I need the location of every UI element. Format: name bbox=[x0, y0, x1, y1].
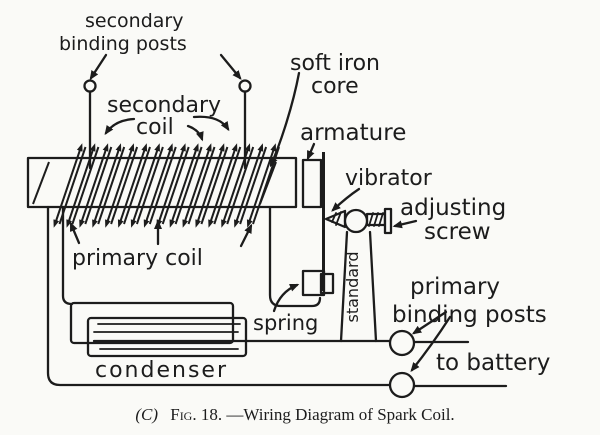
label-vibrator: vibrator bbox=[345, 166, 433, 191]
arrow-primary-coil-right bbox=[239, 223, 253, 248]
arrow-secondary-post-right bbox=[219, 53, 242, 80]
label-to-battery: to battery bbox=[436, 350, 550, 376]
arrow-secondary-coil-right2 bbox=[192, 115, 230, 132]
arrow-adjusting-screw bbox=[392, 219, 418, 229]
cone-hatch bbox=[331, 212, 337, 223]
spring-box bbox=[301, 269, 326, 297]
label-secondary-binding-posts-2: binding posts bbox=[59, 33, 187, 55]
shaft-hatch bbox=[368, 212, 374, 227]
arrow-secondary-coil-right1 bbox=[186, 124, 204, 142]
secondary-binding-post-left bbox=[83, 79, 97, 93]
coil-windings bbox=[53, 143, 280, 228]
winding-end-right bbox=[259, 161, 277, 205]
shaft-hatch bbox=[378, 212, 384, 227]
label-armature: armature bbox=[300, 120, 406, 146]
caption-prefix: (C) bbox=[135, 405, 158, 424]
armature-rect bbox=[301, 158, 323, 209]
primary-binding-post-lower bbox=[388, 371, 416, 399]
arrow-secondary-coil-left bbox=[104, 117, 136, 136]
label-soft-iron-core-2: core bbox=[311, 74, 359, 99]
label-standard: standard bbox=[343, 252, 362, 323]
condenser bbox=[69, 301, 248, 358]
wire-primary-right-to-spring bbox=[268, 205, 322, 308]
wire-primary-left-to-lower-post bbox=[46, 205, 392, 387]
shaft-hatch bbox=[373, 212, 379, 227]
vibrator-contact-assembly bbox=[324, 207, 393, 235]
label-primary-binding-posts-1: primary bbox=[410, 274, 500, 300]
condenser-outer-box bbox=[69, 301, 235, 345]
standard-right-edge bbox=[368, 230, 378, 343]
arrow-soft-iron-core bbox=[269, 71, 301, 168]
spring-assembly bbox=[301, 269, 335, 297]
winding-end-left bbox=[32, 161, 50, 205]
label-secondary-coil-1: secondary bbox=[107, 93, 221, 118]
spring-box-inner bbox=[319, 272, 335, 295]
label-secondary-coil-2: coil bbox=[136, 115, 174, 140]
cone-hatch bbox=[335, 211, 342, 226]
arrow-vibrator bbox=[331, 187, 361, 212]
label-spring: spring bbox=[253, 311, 318, 335]
label-adjusting-screw-2: screw bbox=[424, 219, 491, 245]
wire-primary-left-to-condenser bbox=[61, 205, 74, 306]
condenser-inner-box bbox=[86, 316, 248, 358]
label-secondary-binding-posts-1: secondary bbox=[85, 10, 183, 32]
adjusting-screw-head bbox=[383, 207, 393, 235]
label-condenser: condenser bbox=[95, 358, 228, 383]
label-soft-iron-core-1: soft iron bbox=[290, 51, 380, 76]
secondary-binding-post-right bbox=[238, 79, 252, 93]
primary-binding-post-upper bbox=[388, 329, 416, 357]
arrow-spring bbox=[272, 283, 300, 313]
arrow-lower-post bbox=[410, 315, 452, 372]
caption-fig-number: Fig. 18. bbox=[170, 405, 222, 424]
arrow-primary-coil-left bbox=[69, 221, 81, 245]
arrow-secondary-post-left bbox=[89, 53, 108, 81]
label-adjusting-screw-1: adjusting bbox=[400, 195, 506, 221]
standard-left-edge bbox=[339, 230, 349, 343]
standard-column bbox=[339, 230, 378, 343]
arrow-armature bbox=[306, 142, 316, 161]
figure-caption: (C) Fig. 18. —Wiring Diagram of Spark Co… bbox=[135, 405, 454, 424]
label-primary-coil: primary coil bbox=[72, 246, 203, 271]
arrow-upper-post bbox=[411, 310, 448, 335]
caption-title: —Wiring Diagram of Spark Coil. bbox=[225, 405, 454, 424]
vibrator-ball bbox=[343, 208, 369, 234]
label-primary-binding-posts-2: binding posts bbox=[392, 302, 547, 328]
